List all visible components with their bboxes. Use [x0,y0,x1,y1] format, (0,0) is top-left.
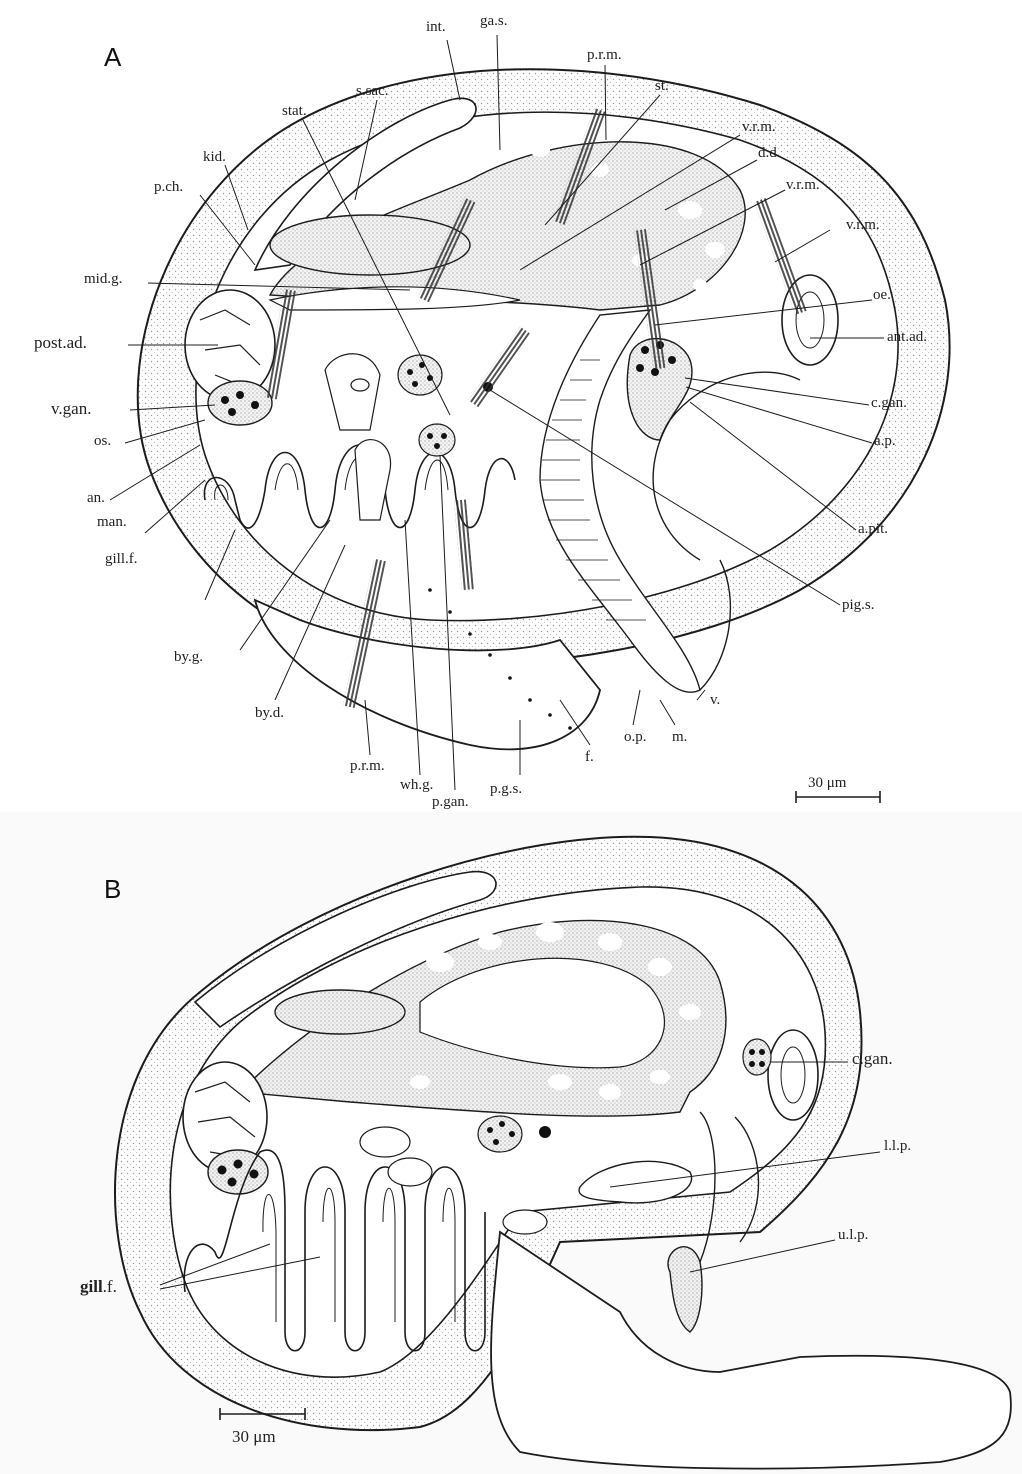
label-b-gillf-bold: gill [80,1277,103,1296]
label-b-llp: l.l.p. [884,1139,911,1154]
label-dd: d.d. [758,146,781,161]
style-sac-b [275,990,405,1034]
scale-label-b: 30 μm [232,1427,276,1447]
label-b-ulp: u.l.p. [838,1228,868,1243]
label-pch: p.ch. [154,180,183,195]
label-op: o.p. [624,730,647,745]
scale-bar-a [796,791,880,803]
cerebral-ganglion-b [743,1039,771,1075]
label-vrm-1: v.r.m. [742,120,776,135]
label-prm-bottom: p.r.m. [350,759,385,774]
label-prm-top: p.r.m. [587,48,622,63]
label-ap: a.p. [874,434,896,449]
label-pgan: p.gan. [432,795,469,810]
visceral-ganglion-b [208,1150,268,1194]
label-int: int. [426,20,446,35]
label-vgan: v.gan. [51,400,91,417]
label-f: f. [585,750,594,765]
label-m: m. [672,730,687,745]
label-byg: by.g. [174,650,203,665]
label-kid: kid. [203,150,226,165]
label-b-gillf: gill.f. [80,1278,117,1295]
label-postad: post.ad. [34,334,87,351]
panel-a-drawing [0,0,1022,812]
panel-b-drawing [0,812,1022,1474]
pedal-ganglion [419,424,455,456]
pigment-spot-b [539,1126,551,1138]
label-b-gillf-rest: .f. [103,1277,117,1296]
label-gas: ga.s. [480,14,508,29]
label-pigs: pig.s. [842,598,875,613]
panel-a-larva-section: A [0,0,1022,812]
label-vrm-2: v.r.m. [786,178,820,193]
scale-label-a: 30 μm [808,775,846,792]
label-ssac: s.sac. [356,84,389,99]
label-os: os. [94,434,111,449]
label-pgs: p.g.s. [490,782,522,797]
anterior-adductor-b [768,1030,818,1120]
label-oe: oe. [873,288,891,303]
label-whg: wh.g. [400,778,433,793]
label-stat: stat. [282,104,307,119]
label-byd: by.d. [255,706,284,721]
label-apit: a.pit. [858,522,888,537]
label-an: an. [87,491,105,506]
foot-b [491,1232,1011,1469]
label-cgan: c.gan. [871,396,907,411]
label-man: man. [97,515,127,530]
visceral-ganglion [208,381,272,425]
label-antad: ant.ad. [887,330,927,345]
upper-labial-palp [668,1247,702,1332]
label-v: v. [710,693,720,708]
label-midg: mid.g. [84,272,122,287]
panel-b-larva-section: B [0,812,1022,1474]
label-gillf-visible: gill.f. [105,552,138,567]
label-st: st. [655,79,669,94]
label-b-cgan: c.gan. [852,1050,893,1067]
label-vrm-3: v.r.m. [846,218,880,233]
